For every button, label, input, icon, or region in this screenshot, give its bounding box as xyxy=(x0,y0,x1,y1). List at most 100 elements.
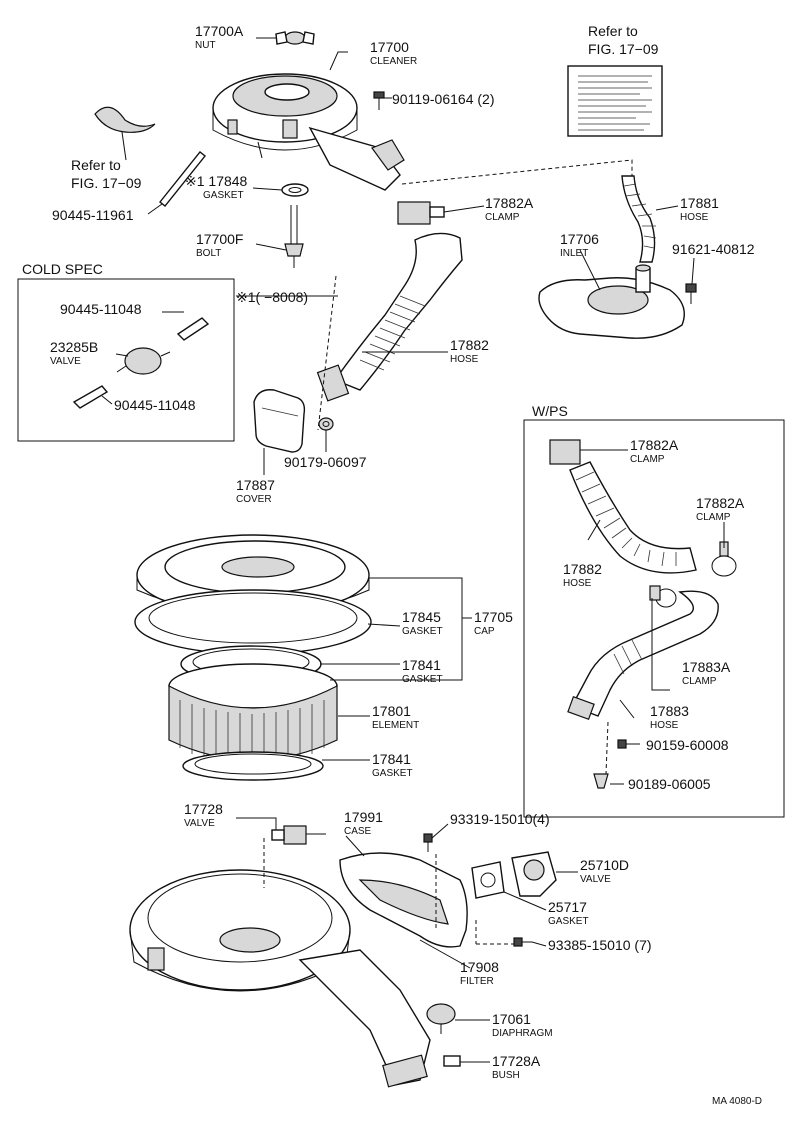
part-number-17882-top: 17882 xyxy=(450,337,489,353)
ref-top-right-line1: Refer to xyxy=(588,23,638,39)
valve-23285b-drawing xyxy=(116,347,171,375)
label-card-drawing xyxy=(567,65,663,137)
part-number-17841-lower: 17841 xyxy=(372,751,411,767)
part-number-91621: 91621-40812 xyxy=(672,241,755,257)
part-name-25717: GASKET xyxy=(548,916,589,927)
part-number-17991: 17991 xyxy=(344,809,383,825)
part-number-93319: 93319-15010(4) xyxy=(450,811,550,827)
part-number-90159: 90159-60008 xyxy=(646,737,729,753)
part-name-17882A-w2: CLAMP xyxy=(696,512,731,523)
part-number-17882A-top: 17882A xyxy=(485,195,534,211)
part-name-17728: VALVE xyxy=(184,818,215,829)
part-name-17801: ELEMENT xyxy=(372,720,419,731)
hose-17881-drawing xyxy=(621,175,657,263)
part-number-17882A-w2: 17882A xyxy=(696,495,745,511)
part-name-17882-w: HOSE xyxy=(563,578,592,589)
part-number-17700F: 17700F xyxy=(196,231,243,247)
part-name-17706: INLET xyxy=(560,248,588,259)
screw-93319-drawing xyxy=(423,833,433,852)
part-name-17848: GASKET xyxy=(203,190,244,201)
part-name-17705: CAP xyxy=(474,626,495,637)
part-number-17728A: 17728A xyxy=(492,1053,541,1069)
inlet-17706-drawing xyxy=(538,264,685,339)
cleaner-case-drawing xyxy=(129,869,431,1088)
gasket-17841-lower-drawing xyxy=(182,751,324,781)
part-name-17991: CASE xyxy=(344,826,372,837)
part-name-17061: DIAPHRAGM xyxy=(492,1028,553,1039)
part-number-17061: 17061 xyxy=(492,1011,531,1027)
part-number-17845: 17845 xyxy=(402,609,441,625)
part-number-90445-11961: 90445-11961 xyxy=(52,207,134,223)
part-number-17848: ※1 17848 xyxy=(185,173,248,189)
part-name-25710D: VALVE xyxy=(580,874,611,885)
part-name-17887: COVER xyxy=(236,494,272,505)
screw-93385-drawing xyxy=(513,937,532,947)
part-name-17883: HOSE xyxy=(650,720,679,731)
part-name-23285B: VALVE xyxy=(50,356,81,367)
part-number-17705: 17705 xyxy=(474,609,513,625)
gasket-25717-drawing xyxy=(471,861,505,899)
part-number-90119: 90119-06164 (2) xyxy=(392,91,494,107)
part-number-17908: 17908 xyxy=(460,959,499,975)
screw-90119-drawing xyxy=(373,91,385,110)
clamp-17882a-w1-drawing xyxy=(549,439,581,465)
part-number-90445-11048-upper: 90445-11048 xyxy=(60,301,142,317)
wps-box xyxy=(523,419,785,818)
part-number-23285B: 23285B xyxy=(50,339,98,355)
part-name-17700: CLEANER xyxy=(370,56,417,67)
hose-17882-top-drawing xyxy=(316,232,463,402)
pin-11961-drawing xyxy=(159,151,206,207)
note-label: ※1( −8008) xyxy=(236,289,308,305)
part-number-17887: 17887 xyxy=(236,477,275,493)
gasket-17845-drawing xyxy=(134,589,372,655)
part-number-90445-11048-lower: 90445-11048 xyxy=(114,397,196,413)
part-name-17883A: CLAMP xyxy=(682,676,717,687)
ref-left-line1: Refer to xyxy=(71,157,121,173)
decal-left-drawing xyxy=(94,106,156,133)
part-name-17728A: BUSH xyxy=(492,1070,520,1081)
part-name-17882-top: HOSE xyxy=(450,354,479,365)
part-number-17700: 17700 xyxy=(370,39,409,55)
clip-90189-drawing xyxy=(593,773,609,789)
diaphragm-17061-drawing xyxy=(426,1003,456,1034)
footer-code: MA 4080-D xyxy=(712,1096,762,1107)
screw-90159-drawing xyxy=(617,739,636,749)
hose-17883-drawing xyxy=(567,590,719,721)
clamp-17882a-top-drawing xyxy=(397,201,445,225)
valve-25710d-drawing xyxy=(511,851,557,897)
part-number-90189: 90189-06005 xyxy=(628,776,711,792)
part-name-17841-upper: GASKET xyxy=(402,674,443,685)
part-name-17841-lower: GASKET xyxy=(372,768,413,779)
pin-11048-upper-drawing xyxy=(176,317,210,341)
part-name-17700F: BOLT xyxy=(196,248,221,259)
wps-heading: W/PS xyxy=(532,403,568,419)
part-number-17882-w: 17882 xyxy=(563,561,602,577)
part-number-17841-upper: 17841 xyxy=(402,657,441,673)
part-number-17700A: 17700A xyxy=(195,23,244,39)
part-name-17845: GASKET xyxy=(402,626,443,637)
nut-90179-drawing xyxy=(318,417,334,431)
part-name-17882A-w1: CLAMP xyxy=(630,454,665,465)
cover-17887-drawing xyxy=(253,389,306,453)
hose-17882-w-drawing xyxy=(569,461,697,574)
case-17991-drawing xyxy=(339,852,468,948)
part-name-17881: HOSE xyxy=(680,212,709,223)
part-number-17883A: 17883A xyxy=(682,659,731,675)
part-number-17706: 17706 xyxy=(560,231,599,247)
wing-nut-drawing xyxy=(275,31,315,45)
cold-spec-box xyxy=(17,278,235,442)
part-number-17882A-w1: 17882A xyxy=(630,437,679,453)
bolt-17700f-drawing xyxy=(284,205,304,268)
valve-17728-drawing xyxy=(271,825,326,845)
ref-left-line2: FIG. 17−09 xyxy=(71,175,142,191)
bush-17728a-drawing xyxy=(443,1055,461,1067)
part-name-17700A: NUT xyxy=(195,40,216,51)
ref-top-right-line2: FIG. 17−09 xyxy=(588,41,659,57)
bolt-91621-drawing xyxy=(685,283,697,304)
leader-lines xyxy=(101,37,725,1063)
pin-11048-lower-drawing xyxy=(72,385,109,409)
clamp-17883a-drawing xyxy=(649,585,677,608)
element-17801-drawing xyxy=(168,663,338,764)
part-number-17881: 17881 xyxy=(680,195,719,211)
